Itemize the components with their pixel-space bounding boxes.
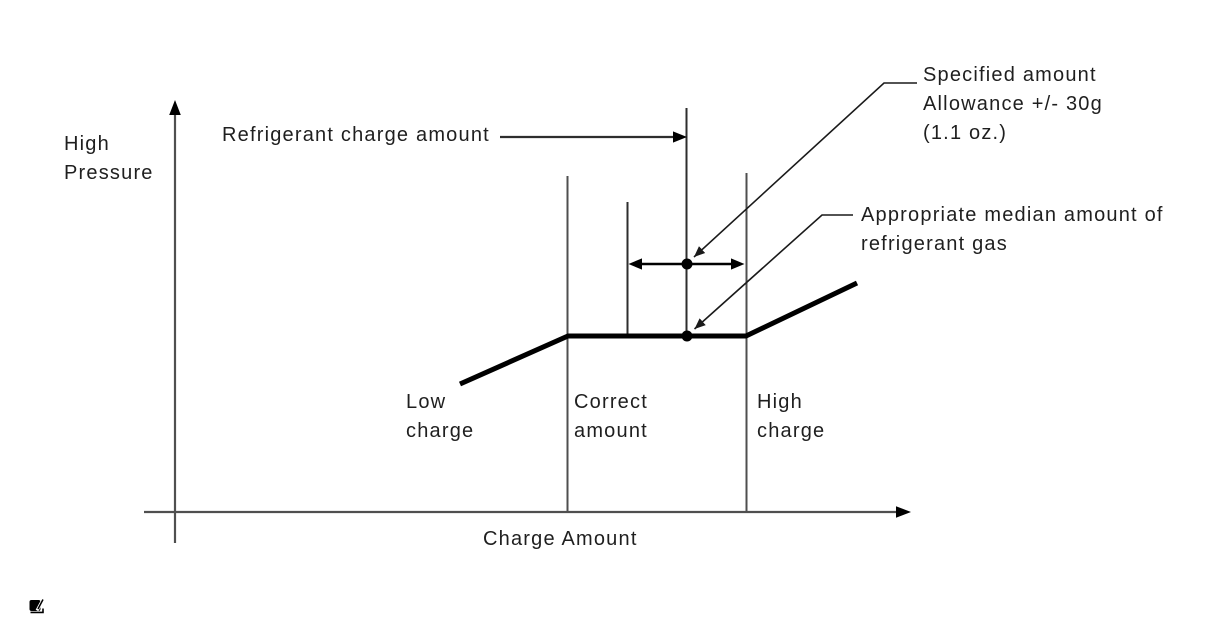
refrigerant-charge-amount-label: Refrigerant charge amount [222, 124, 490, 146]
appropriate-median-annotation: Appropriate median amount of refrigerant… [861, 204, 1164, 255]
high-charge-zone-label: High charge [757, 391, 826, 442]
specified-amount-annotation: Specified amount Allowance +/- 30g (1.1 … [923, 64, 1103, 144]
allowance-midpoint-dot [681, 258, 693, 270]
y-axis [169, 100, 181, 543]
pressure-curve [458, 280, 859, 387]
refrigerant-pointer-arrow [500, 131, 687, 143]
camera-icon [29, 597, 45, 614]
x-axis [144, 506, 911, 518]
x-axis-label: Charge Amount [483, 528, 638, 550]
low-charge-zone-label: Low charge [406, 391, 475, 442]
correct-amount-zone-label: Correct amount [574, 391, 648, 442]
leader-specified-amount [693, 82, 917, 258]
leader-appropriate-median [693, 214, 853, 330]
y-axis-label: High Pressure [64, 133, 154, 184]
median-point-dot [681, 330, 693, 342]
